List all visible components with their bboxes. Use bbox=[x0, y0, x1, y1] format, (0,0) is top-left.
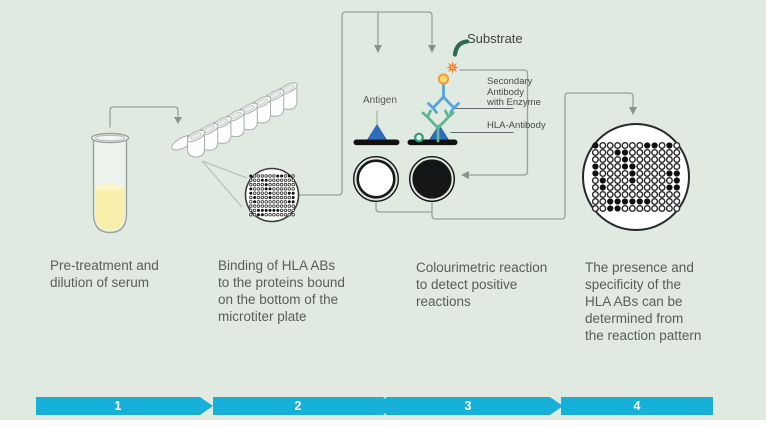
hla-antibody-label: HLA-Antibody bbox=[487, 120, 546, 131]
substrate-curve bbox=[452, 39, 470, 57]
antigen-label: Antigen bbox=[363, 95, 397, 106]
microtiter-strip bbox=[171, 82, 298, 158]
magnified-well-bottom bbox=[201, 160, 300, 223]
step4-caption: The presence and specificity of the HLA … bbox=[585, 260, 702, 343]
arrowhead bbox=[428, 45, 436, 53]
arrowhead bbox=[629, 107, 637, 115]
reaction-pattern-dots bbox=[591, 141, 681, 212]
serum-tube bbox=[90, 132, 130, 234]
substrate-label: Substrate bbox=[467, 31, 523, 46]
step3-banner: 3 bbox=[386, 397, 563, 415]
enzyme-circle bbox=[437, 73, 450, 85]
step1-caption: Pre-treatment and dilution of serum bbox=[50, 258, 159, 290]
step3-number: 3 bbox=[464, 399, 472, 413]
step2-caption: Binding of HLA ABs to the proteins bound… bbox=[218, 258, 345, 324]
bottom-margin-strip bbox=[0, 420, 766, 427]
antibody-marker bbox=[414, 132, 424, 143]
step1-banner: 1 bbox=[36, 397, 213, 415]
arrowhead bbox=[374, 45, 382, 53]
connector-step3-to-step4 bbox=[375, 92, 634, 220]
negative-well bbox=[353, 124, 400, 202]
hla-antibody bbox=[421, 109, 455, 143]
arrowhead bbox=[461, 171, 469, 179]
step4-banner: 4 bbox=[561, 397, 713, 415]
secondary-antibody-label: Secondary Antibody with Enzyme bbox=[487, 76, 541, 108]
connector-step2-to-step3 bbox=[299, 11, 433, 196]
serum-liquid bbox=[95, 185, 125, 231]
antigen-triangle bbox=[367, 124, 387, 140]
connector-step1-to-step2 bbox=[109, 106, 179, 128]
magnified-reaction-pattern bbox=[249, 174, 295, 217]
step1-number: 1 bbox=[114, 399, 122, 413]
reaction-star bbox=[446, 61, 459, 74]
label-bracket bbox=[459, 69, 529, 176]
step2-banner: 2 bbox=[213, 397, 396, 415]
step4-number: 4 bbox=[633, 399, 641, 413]
label-leader-lines bbox=[450, 108, 514, 133]
reaction-pattern-plate bbox=[582, 123, 690, 231]
step2-number: 2 bbox=[294, 399, 302, 413]
step3-caption: Colourimetric reaction to detect positiv… bbox=[416, 260, 548, 309]
arrowhead bbox=[174, 117, 182, 124]
secondary-antibody bbox=[427, 83, 460, 114]
